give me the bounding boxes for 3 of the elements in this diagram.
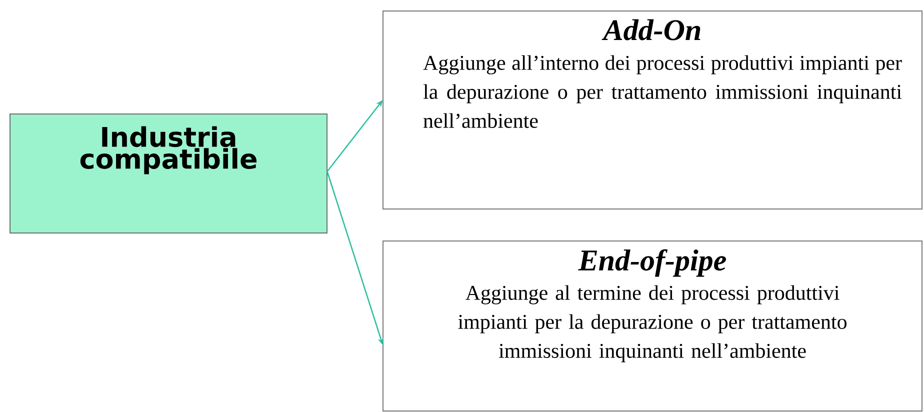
process-box: Industria compatibile (10, 114, 328, 234)
description-box: End-of-pipe Aggiunge al termine dei processi produttivi impianti per la depurazione o per trattamento immissioni inquinanti nell’ambiente (382, 240, 922, 412)
description-box: Add-On Aggiunge all’interno dei processi produttivi impianti per la depurazione o per trattamento immissioni inquinanti nell’ambiente (382, 10, 922, 210)
